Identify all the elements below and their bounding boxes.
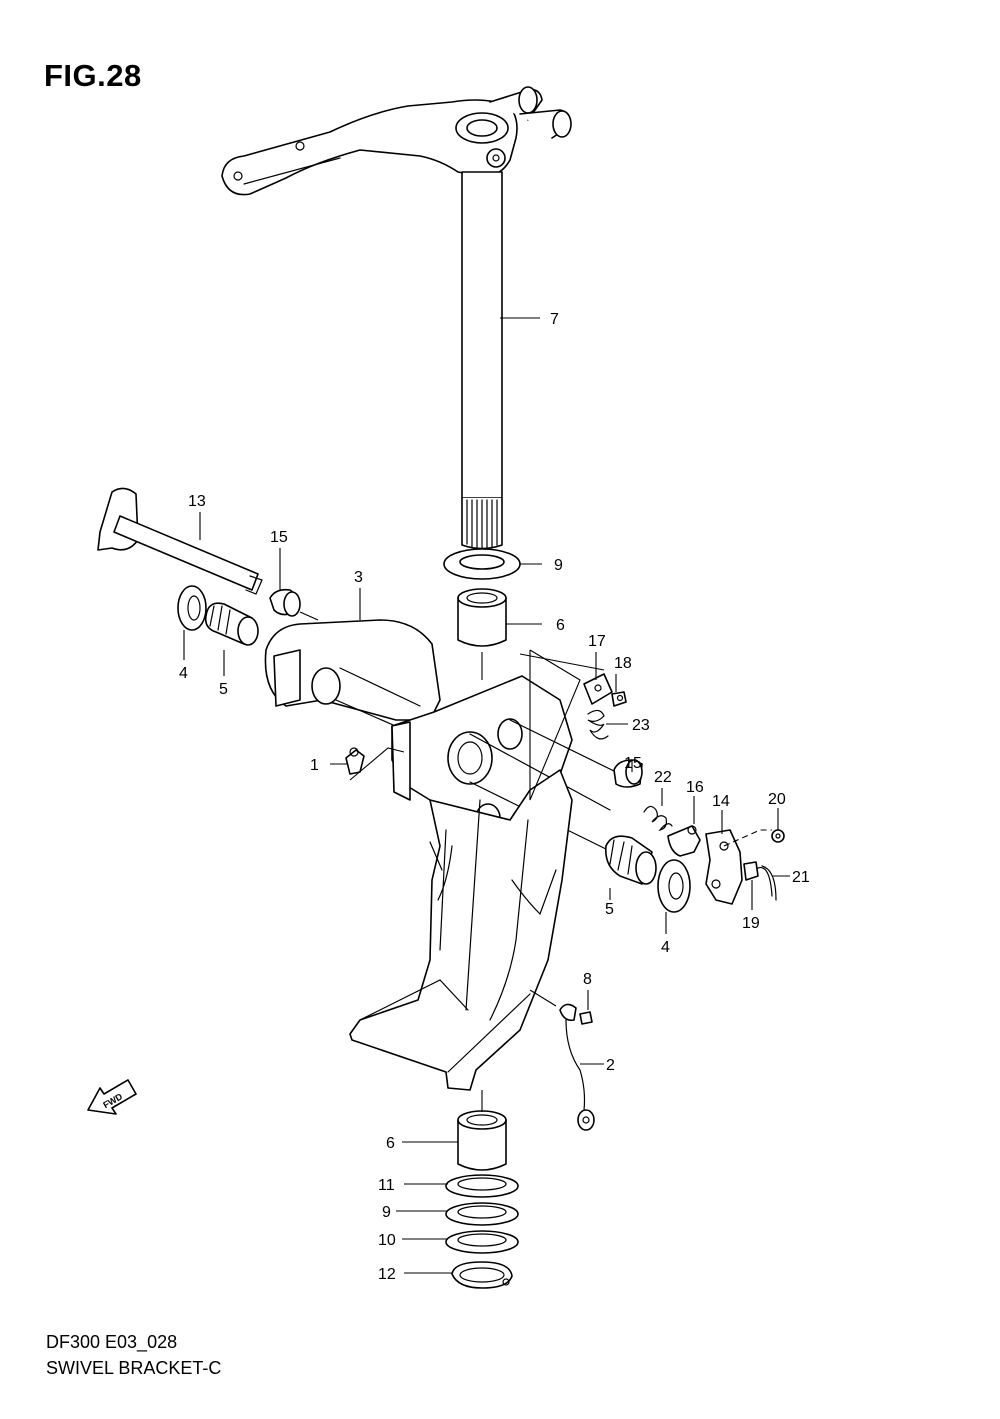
callout-23: 23 <box>632 717 650 734</box>
callout-9: 9 <box>382 1204 391 1221</box>
tilt-pin <box>97 487 263 595</box>
callout-11: 11 <box>378 1177 395 1194</box>
callout-4: 4 <box>661 939 670 956</box>
leader-lines <box>183 317 790 1274</box>
tilt-lock-cam <box>667 825 701 857</box>
callout-20: 20 <box>768 791 786 808</box>
callout-10: 10 <box>378 1232 396 1249</box>
callout-labels: 7 13 15 3 9 6 17 18 4 5 23 1 15 22 16 14… <box>179 311 810 1283</box>
callout-6: 6 <box>386 1135 395 1152</box>
thrust-washer-top <box>443 548 521 580</box>
callout-5: 5 <box>605 901 614 918</box>
callout-15: 15 <box>270 529 288 546</box>
callout-6: 6 <box>556 617 565 634</box>
callout-15: 15 <box>624 755 642 772</box>
callout-8: 8 <box>583 971 592 988</box>
callout-18: 18 <box>614 655 632 672</box>
callout-16: 16 <box>686 779 704 796</box>
bushing-right <box>613 759 643 788</box>
bushing-top <box>457 588 507 647</box>
callout-21: 21 <box>792 869 810 886</box>
callout-7: 7 <box>550 311 559 328</box>
washer-left <box>177 585 207 631</box>
stopper-plate <box>583 673 627 707</box>
callout-12: 12 <box>378 1266 396 1283</box>
callout-19: 19 <box>742 915 760 932</box>
callout-14: 14 <box>712 793 730 810</box>
nut-washer-pin <box>723 829 785 901</box>
tilt-lock-lever <box>705 829 743 905</box>
callout-13: 13 <box>188 493 206 510</box>
callout-3: 3 <box>354 569 363 586</box>
fwd-direction-arrow: FWD <box>87 1079 137 1115</box>
ribbed-bushing-right <box>604 835 657 885</box>
callout-5: 5 <box>219 681 228 698</box>
callout-22: 22 <box>654 769 672 786</box>
washer-stack <box>445 1174 519 1289</box>
model-code-label: DF300 E03_028 <box>46 1332 178 1352</box>
grease-nipple <box>345 747 365 775</box>
callout-4: 4 <box>179 665 188 682</box>
ground-wire <box>559 1003 595 1131</box>
bushing-left <box>269 588 301 617</box>
callout-1: 1 <box>310 757 319 774</box>
torsion-spring <box>587 709 609 740</box>
swivel-bracket-body <box>264 619 617 1091</box>
diagram-name-label: SWIVEL BRACKET-C <box>46 1358 222 1378</box>
callout-17: 17 <box>588 633 606 650</box>
steering-shaft <box>461 171 503 550</box>
callout-2: 2 <box>606 1057 615 1074</box>
washer-right <box>657 859 691 913</box>
ribbed-bushing-left <box>204 602 259 646</box>
figure-title: FIG.28 <box>44 58 142 93</box>
callout-9: 9 <box>554 557 563 574</box>
coil-spring <box>643 805 673 832</box>
bushing-bottom <box>457 1110 507 1171</box>
steering-arm <box>221 86 572 196</box>
